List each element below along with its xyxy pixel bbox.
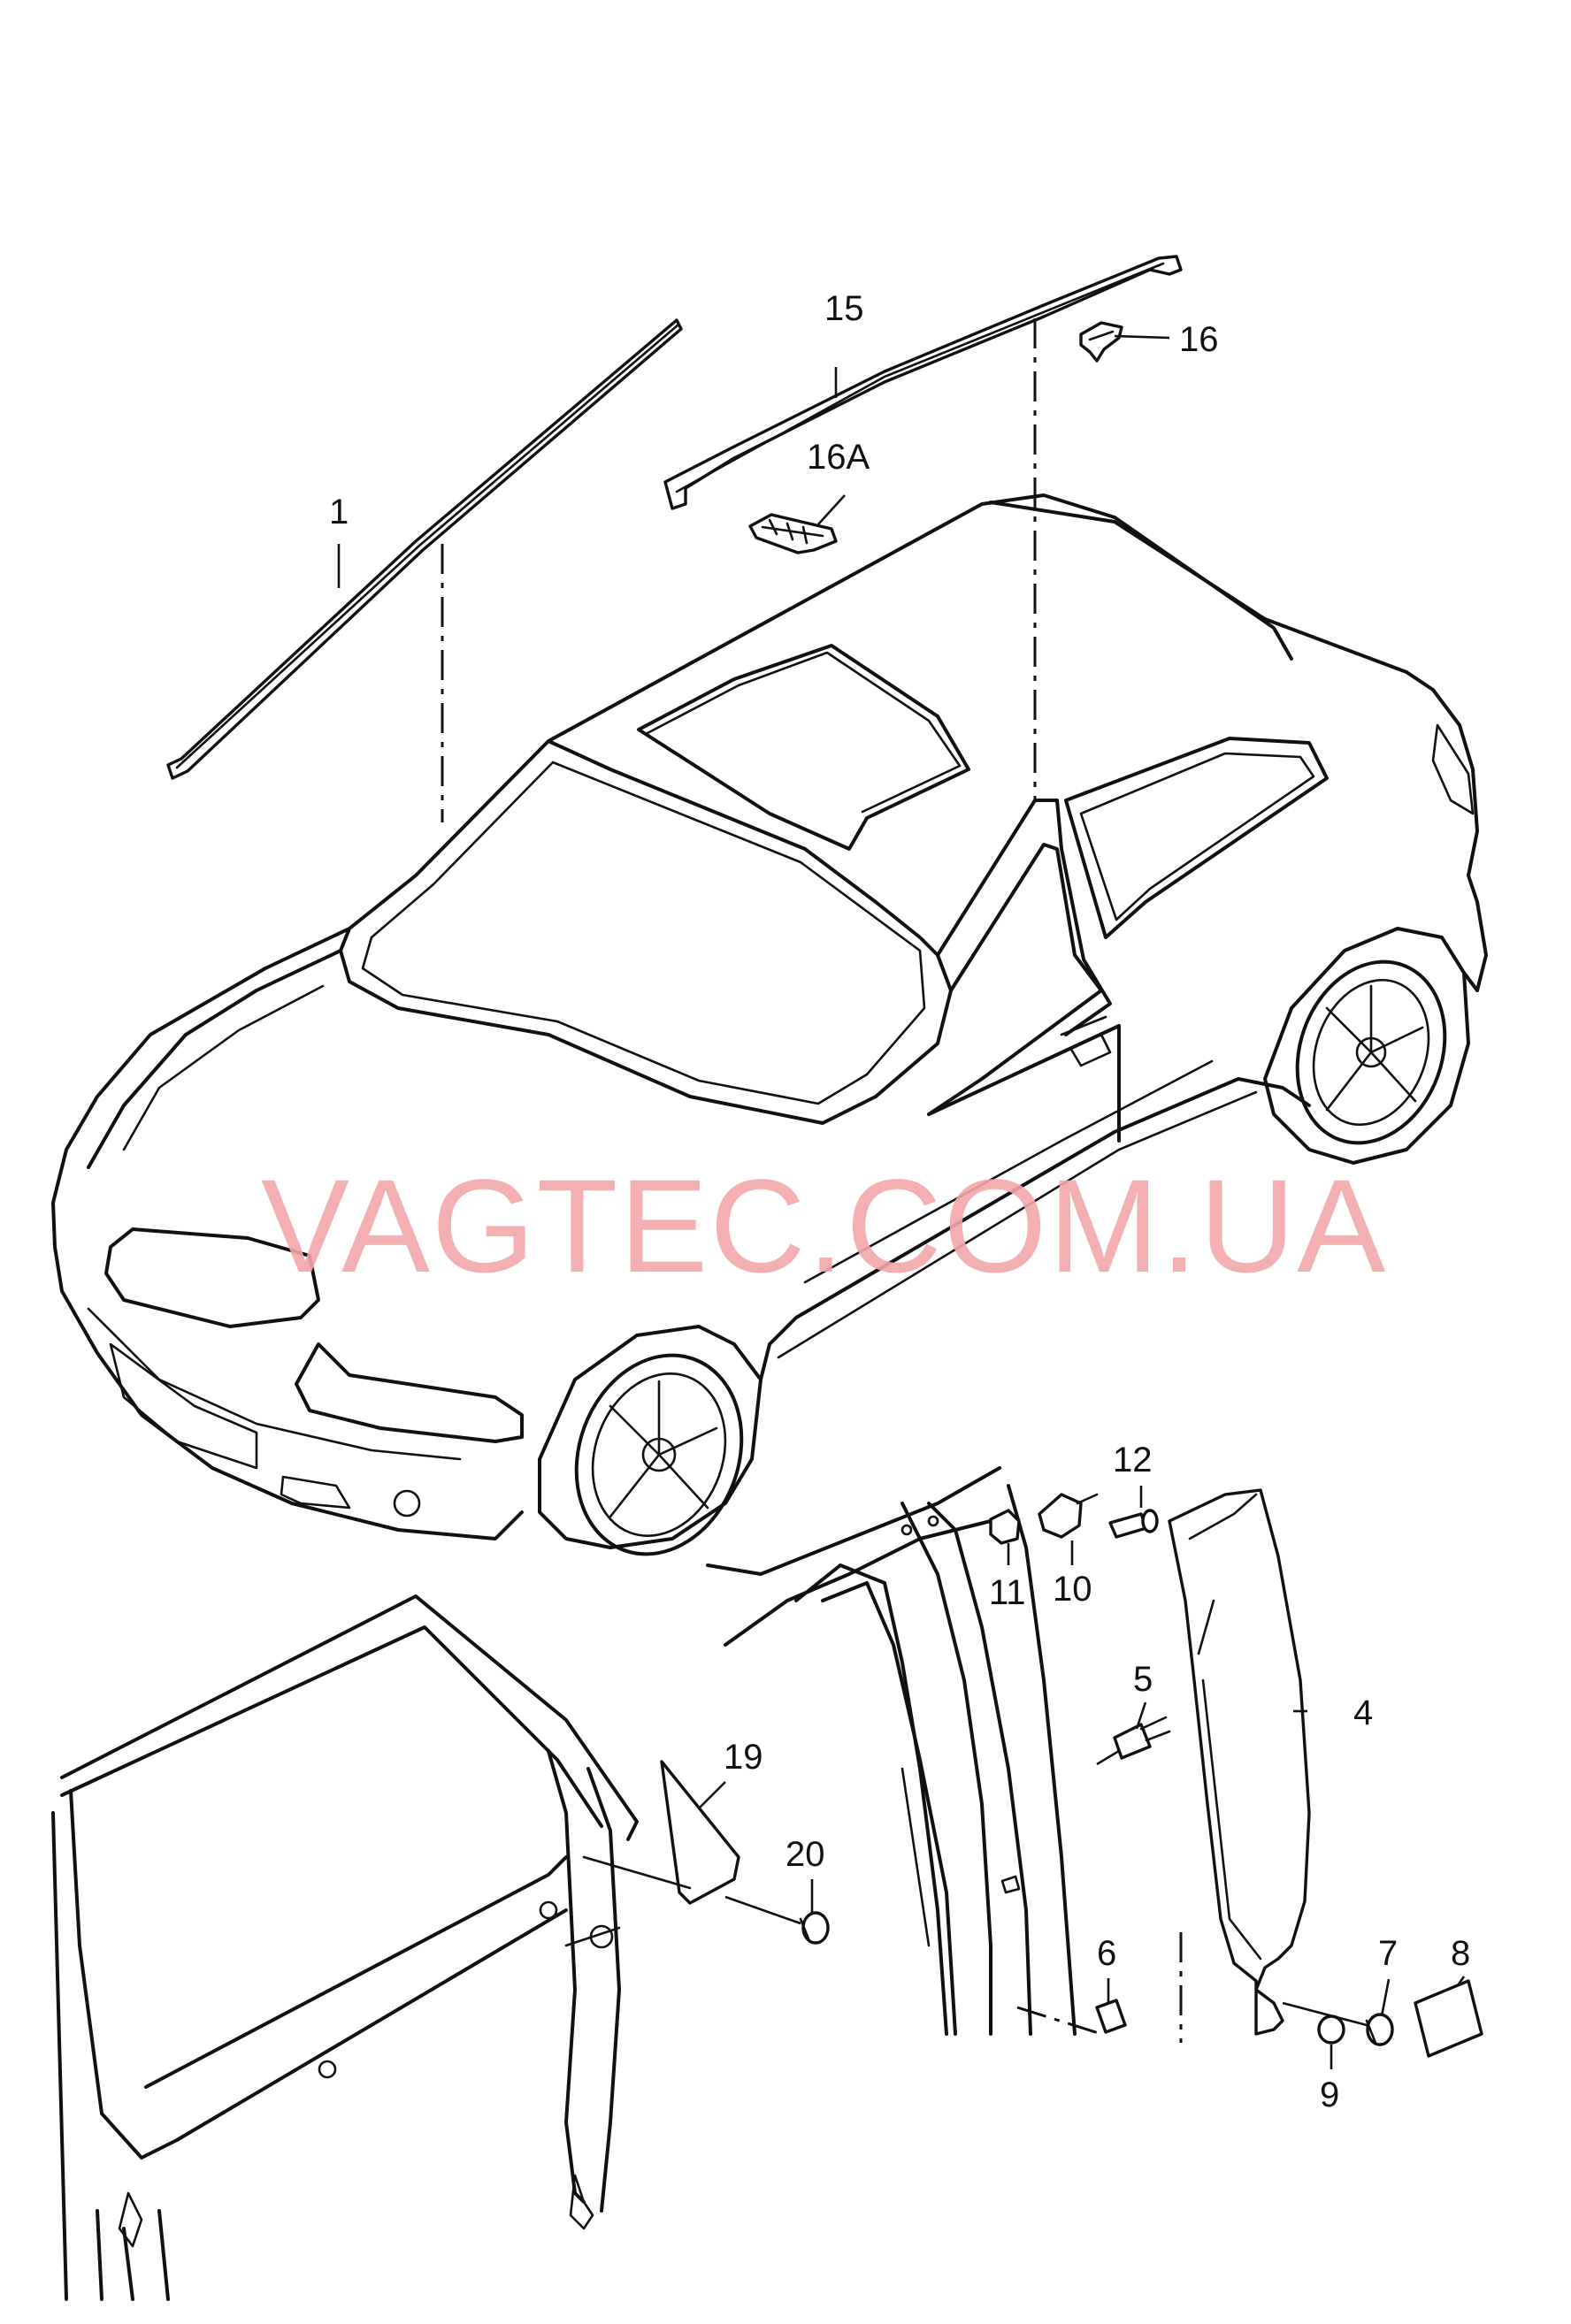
clip-16a[interactable] [748,513,838,554]
callout-16: 16 [1179,320,1219,359]
callout-9: 9 [1320,2076,1339,2114]
spacer-9[interactable] [1317,2014,1345,2045]
callout-16a: 16A [807,438,870,477]
watermark: VAGTEC.COM.UA [261,1151,1387,1300]
callout-5: 5 [1133,1660,1153,1699]
callout-12: 12 [1113,1441,1153,1479]
screw-7[interactable] [1282,2001,1394,2046]
roof-rail-trim[interactable] [663,255,1183,510]
nut-11[interactable] [989,1509,1021,1545]
callout-20: 20 [786,1835,825,1874]
callout-11: 11 [989,1573,1026,1612]
roof-trim-strip[interactable] [166,318,683,780]
door-frame-illustration [51,1594,639,2301]
clip-10[interactable] [1038,1493,1099,1539]
callout-7: 7 [1378,1934,1398,1973]
car-illustration [51,493,1488,1556]
callout-4: 4 [1353,1693,1373,1732]
cap-8[interactable] [1414,1979,1483,2058]
triangle-cover-19[interactable] [582,1760,740,1905]
screw-12[interactable] [1108,1509,1159,1539]
clip-16[interactable] [1079,321,1123,363]
screw-20[interactable] [724,1895,830,1945]
callout-10: 10 [1053,1570,1092,1609]
callout-1: 1 [329,493,349,531]
callout-15: 15 [824,289,864,328]
callout-8: 8 [1451,1934,1470,1973]
callout-6: 6 [1097,1934,1116,1973]
pillar-trim-4[interactable] [1168,1488,1311,2036]
pillar-illustration [706,1466,1183,2043]
rivet-5[interactable] [1096,1716,1171,1766]
callout-19: 19 [724,1738,763,1777]
plug-6[interactable] [1095,1999,1127,2034]
leader-lines [337,334,1466,2069]
